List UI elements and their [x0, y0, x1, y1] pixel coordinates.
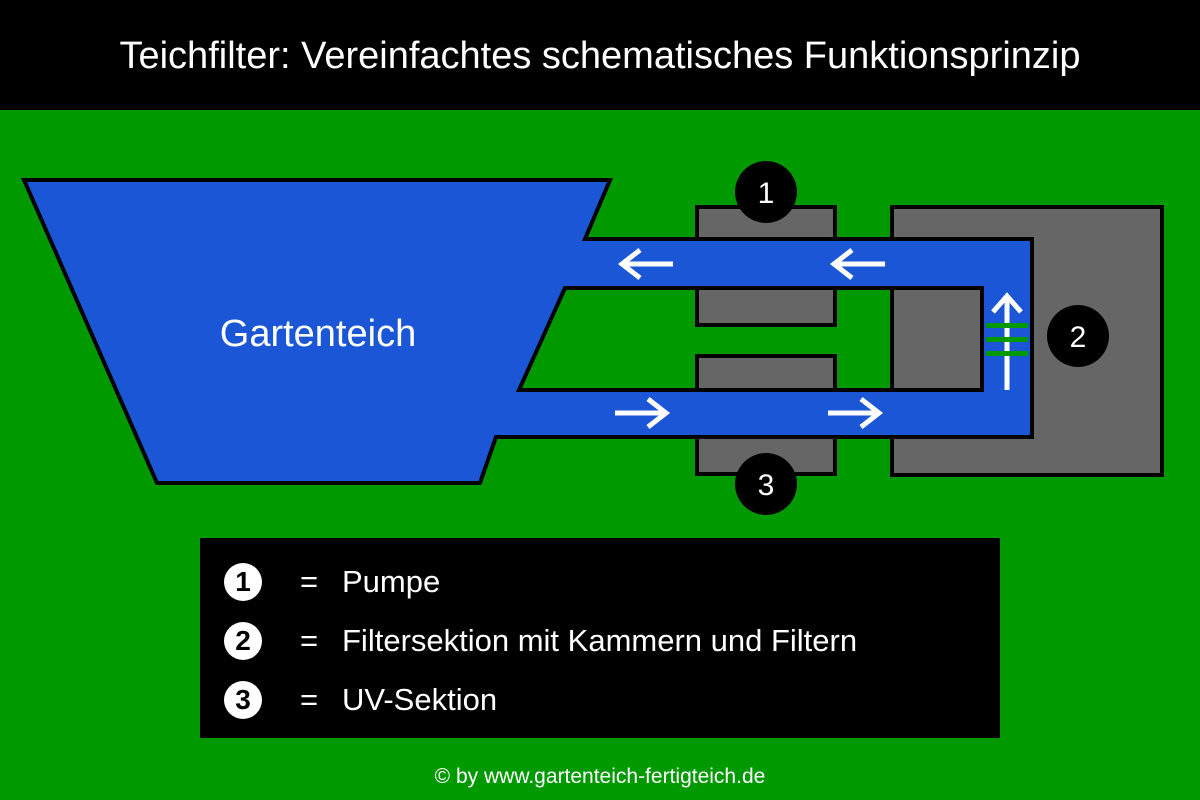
legend-badge: 3 — [224, 681, 262, 719]
arrow-up-icon — [991, 292, 1023, 390]
pond-label: Gartenteich — [220, 313, 416, 355]
marker-pump: 1 — [735, 161, 797, 223]
legend-equals: = — [300, 623, 319, 658]
footer-copyright: © by www.gartenteich-fertigteich.de — [434, 765, 766, 788]
legend-item: 1 = Pumpe — [200, 561, 1000, 601]
arrow-left-icon — [829, 248, 885, 280]
arrow-right-icon — [615, 397, 671, 429]
arrow-left-icon — [617, 248, 673, 280]
legend-badge: 1 — [224, 563, 262, 601]
marker-label: 3 — [758, 469, 775, 502]
legend-equals: = — [300, 682, 319, 717]
legend: 1 = Pumpe 2 = Filtersektion mit Kammern … — [200, 538, 1000, 738]
page-title: Teichfilter: Vereinfachtes schematisches… — [0, 0, 1200, 110]
legend-equals: = — [300, 564, 319, 599]
marker-filter: 2 — [1047, 305, 1109, 367]
legend-badge: 2 — [224, 622, 262, 660]
legend-text: Filtersektion mit Kammern und Filtern — [342, 623, 858, 658]
arrow-right-icon — [828, 397, 884, 429]
legend-text: UV-Sektion — [342, 682, 498, 717]
legend-text: Pumpe — [342, 564, 441, 599]
legend-item: 3 = UV-Sektion — [200, 679, 1000, 719]
marker-uv: 3 — [735, 453, 797, 515]
filter-bands — [986, 323, 1028, 356]
water-flow-shape — [20, 178, 1034, 485]
legend-item: 2 = Filtersektion mit Kammern und Filter… — [200, 620, 1000, 660]
marker-label: 2 — [1070, 321, 1087, 354]
marker-label: 1 — [758, 177, 775, 210]
